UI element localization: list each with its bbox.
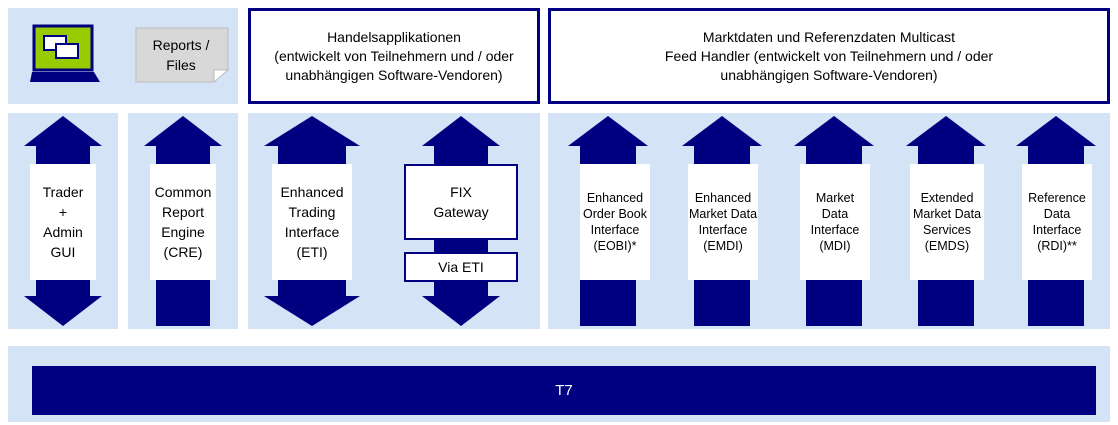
trader-admin-gui-label: Trader + Admin GUI: [30, 164, 96, 280]
emdi-label: Enhanced Market Data Interface (EMDI): [688, 164, 758, 280]
reports-files-document: Reports / Files: [132, 26, 230, 84]
feed-handler-box: Marktdaten und Referenzdaten Multicast F…: [548, 8, 1110, 104]
reports-files-label: Reports / Files: [152, 37, 210, 73]
document-icon: [135, 27, 230, 84]
cre-label: Common Report Engine (CRE): [150, 164, 216, 280]
eobi-label: Enhanced Order Book Interface (EOBI)*: [580, 164, 650, 280]
mdi-label: Market Data Interface (MDI): [800, 164, 870, 280]
emds-label: Extended Market Data Services (EMDS): [910, 164, 984, 280]
eti-label: Enhanced Trading Interface (ETI): [272, 164, 352, 280]
t7-bar: T7: [32, 366, 1096, 415]
rdi-label: Reference Data Interface (RDI)**: [1022, 164, 1092, 280]
trading-applications-box: Handelsapplikationen (entwickelt von Tei…: [248, 8, 540, 104]
laptop-icon: [30, 24, 102, 84]
via-eti-label: Via ETI: [404, 252, 518, 282]
fix-gateway-label: FIX Gateway: [404, 164, 518, 240]
